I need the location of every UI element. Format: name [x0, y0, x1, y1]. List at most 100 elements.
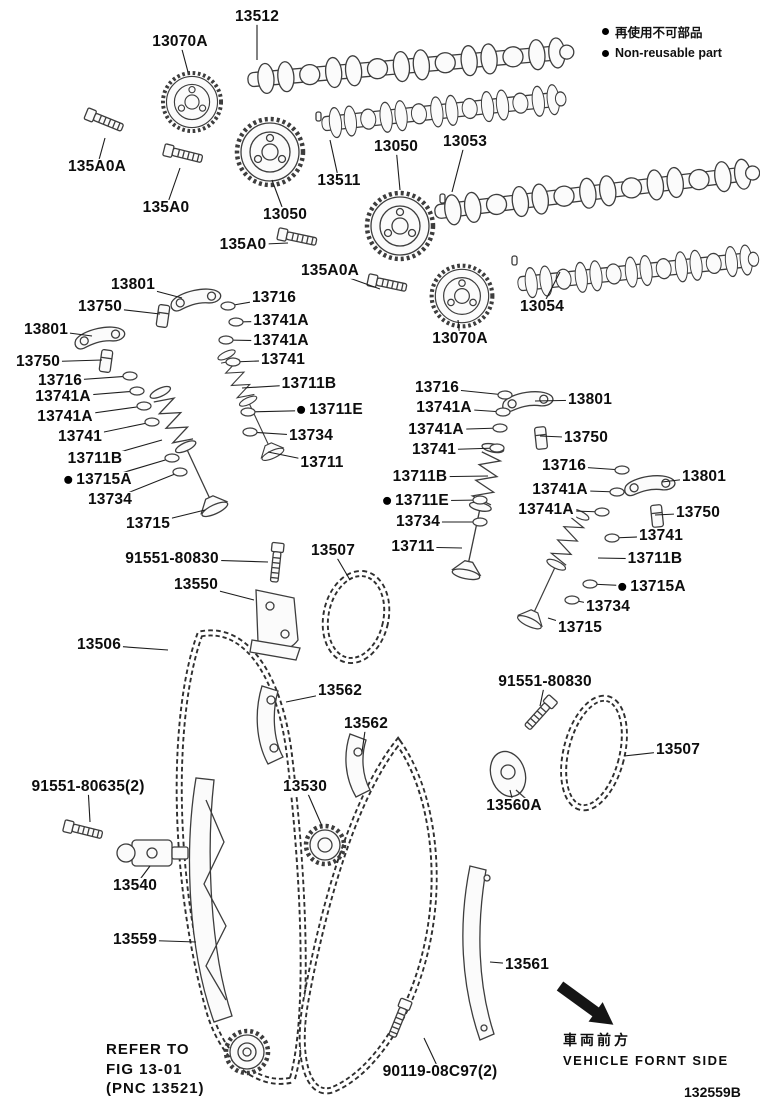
leader-line: [195, 584, 255, 601]
leader-line: [654, 512, 699, 516]
chain-tensioner-13560A: [489, 750, 535, 807]
leader-line: [225, 339, 282, 342]
diagram-id: 132559B: [684, 1084, 741, 1100]
front-direction-arrow-icon: [556, 981, 614, 1025]
crankshaft-sprocket-ref-13521: [223, 1028, 271, 1076]
small-part: [614, 465, 630, 475]
leader-line: [165, 167, 181, 209]
small-part: [594, 507, 610, 517]
leader-line: [361, 723, 367, 753]
timing-chain-13506: [175, 629, 307, 1085]
crankshaft-sprocket-13530: [303, 823, 347, 867]
small-part: [220, 301, 236, 311]
leader-line: [623, 749, 679, 757]
leader-line: [267, 451, 323, 464]
chain-tensioner-13540: [116, 839, 189, 867]
leader-line: [271, 179, 286, 216]
leader-line: [563, 465, 623, 471]
small-part: [489, 443, 505, 453]
leader-line: [547, 617, 581, 629]
timing-chain-secondary: [298, 736, 438, 1095]
small-part: [172, 467, 188, 477]
leader-line: [433, 447, 498, 451]
leader-line: [98, 644, 169, 651]
leader-line: [249, 431, 312, 437]
leader-line: [329, 270, 381, 290]
small-part: [122, 371, 138, 381]
refer-note: REFER TO FIG 13-01 (PNC 13521): [106, 1040, 205, 1099]
small-part: [495, 407, 511, 417]
leader-line: [395, 146, 401, 191]
leader-line: [304, 786, 323, 827]
leader-line: [59, 375, 131, 382]
bracket-13550: [249, 589, 301, 661]
leader-line: [332, 550, 351, 581]
leader-line: [179, 41, 189, 73]
leader-line: [97, 457, 173, 481]
leader-line: [597, 557, 656, 560]
small-part: [472, 495, 488, 505]
leader-line: [541, 271, 561, 308]
non-reusable-dot-icon: [602, 49, 609, 57]
leader-line: [451, 141, 466, 193]
refer-note-line2: FIG 13-01: [106, 1060, 183, 1078]
leader-line: [435, 427, 501, 431]
refer-note-line1: REFER TO: [106, 1041, 190, 1058]
legend-row-jp: 再使用不可部品: [602, 22, 722, 41]
leader-line: [661, 476, 705, 483]
front-note-en: VEHICLE FORNT SIDE: [563, 1053, 729, 1068]
leader-line: [329, 139, 340, 182]
leader-line: [134, 865, 151, 887]
leader-line: [242, 242, 289, 246]
leader-line: [539, 435, 587, 439]
vibration-damper-13562-upper: [256, 685, 284, 765]
leader-line: [489, 961, 528, 966]
small-part: [228, 317, 244, 327]
leader-line: [171, 558, 269, 563]
small-part: [582, 579, 598, 589]
front-note: 車両前方 VEHICLE FORNT SIDE: [563, 1030, 729, 1068]
leader-line: [79, 421, 153, 438]
leader-line: [436, 387, 506, 396]
leader-line: [94, 439, 163, 460]
vibration-damper-13562-lower: [345, 733, 371, 798]
leader-line: [247, 409, 331, 413]
leader-line: [99, 306, 161, 315]
leader-line: [241, 383, 310, 389]
dowel-pin: [439, 193, 446, 204]
small-part: [497, 390, 513, 400]
small-part: [164, 453, 180, 463]
leader-line: [539, 681, 546, 707]
refer-note-line3: (PNC 13521): [106, 1080, 205, 1097]
leader-line: [415, 499, 481, 502]
leader-line: [509, 789, 515, 807]
legend: 再使用不可部品 Non-reusable part: [602, 22, 722, 65]
leader-line: [109, 471, 181, 501]
legend-en-label: Non-reusable part: [615, 46, 722, 60]
small-part: [492, 423, 508, 433]
dowel-pin: [315, 111, 322, 122]
leader-line: [87, 786, 91, 823]
small-part: [604, 533, 620, 543]
leader-line: [285, 690, 341, 703]
small-part: [242, 427, 258, 437]
leader-line: [64, 405, 145, 418]
chain-guide-13561: [462, 865, 495, 1041]
leader-line: [545, 509, 603, 513]
leader-line: [534, 399, 591, 402]
small-part: [564, 595, 580, 605]
leader-line: [96, 137, 106, 168]
leader-line: [419, 475, 489, 478]
leader-line: [423, 1037, 441, 1073]
leader-line: [412, 546, 463, 549]
chain-13507-front: [321, 570, 391, 664]
dowel-pin: [511, 255, 518, 266]
leader-line: [443, 407, 504, 413]
legend-jp-label: 再使用不可部品: [615, 26, 703, 40]
front-note-jp: 車両前方: [563, 1032, 631, 1048]
leader-line: [37, 359, 103, 363]
leader-line: [62, 390, 138, 398]
